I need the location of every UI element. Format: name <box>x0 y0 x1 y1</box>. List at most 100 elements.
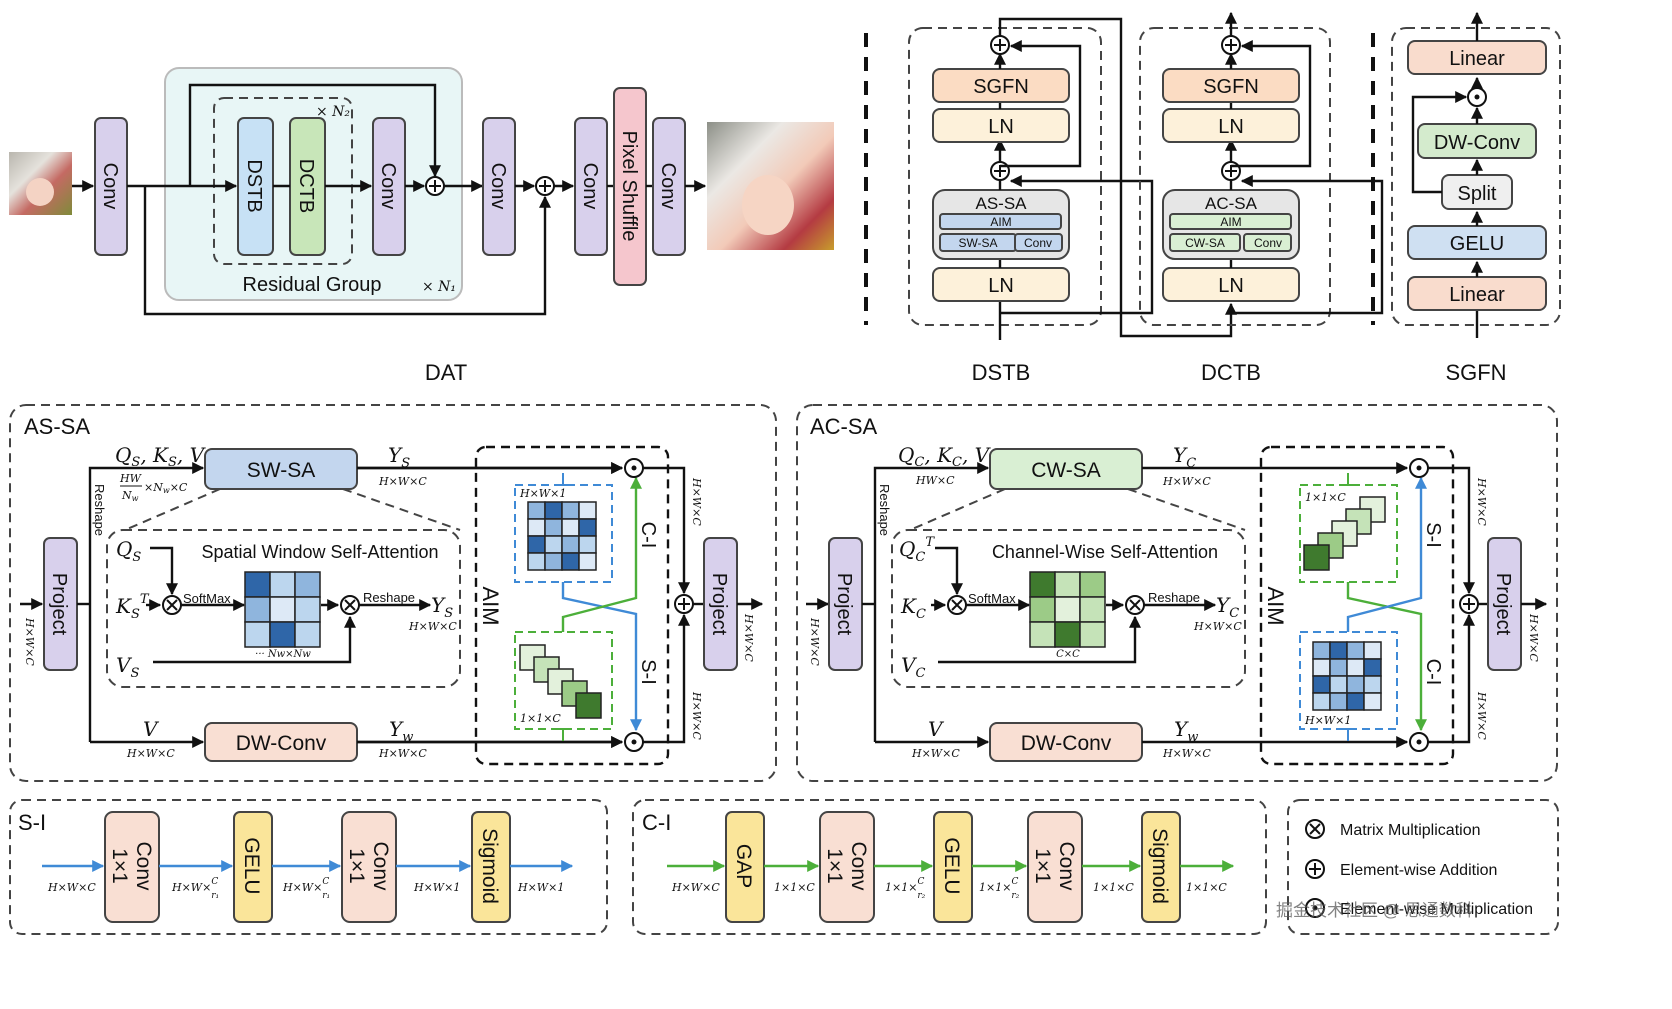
pixel-shuffle-label: Pixel Shuffle <box>618 131 640 242</box>
spatial-map-cell <box>1329 658 1348 677</box>
as-sa-y-dim: H×W×C <box>378 475 427 488</box>
residual-group-label: Residual Group <box>243 274 382 296</box>
as-sa-aim-box <box>474 445 670 766</box>
s-i-conv-1-l2: 1×1 <box>108 848 131 884</box>
spatial-map-cell <box>1312 641 1331 660</box>
channel-attention-matrix <box>1029 571 1106 648</box>
swsa-k: KST <box>115 592 150 622</box>
sgfn-dwconv-label: DW-Conv <box>1434 132 1520 154</box>
dctb-aim-label: AIM <box>1220 215 1241 229</box>
ac-sa-ci-label: C-I <box>1422 659 1444 686</box>
as-sa-aim-label: AIM <box>478 586 503 625</box>
swsa-attn-dim: ··· Nw×Nw <box>255 649 311 660</box>
as-sa-map-bottom-dim: 1×1×C <box>520 712 561 725</box>
dctb-conv-label: Conv <box>1254 236 1282 250</box>
cwsa-reshape: Reshape <box>1148 590 1200 605</box>
ac-sa-project-out-label: Project <box>1492 573 1514 636</box>
legend-add-label: Element-wise Addition <box>1340 862 1497 879</box>
spatial-attention-matrix <box>244 571 321 648</box>
matmul-icon <box>340 595 360 615</box>
c-i-conv-1-l2: 1×1 <box>823 848 846 884</box>
ac-sa-yw-dim: H×W×C <box>1162 747 1211 760</box>
cwsa-q: QCT <box>899 535 935 565</box>
c-i-gelu-label: GELU <box>940 837 963 894</box>
attention-cell <box>294 571 321 598</box>
attention-cell <box>269 571 296 598</box>
spatial-map-cell <box>527 518 546 537</box>
ac-sa-panel: AC-SA H×W×C Project Reshape QC, KC, VC H… <box>796 404 1558 782</box>
watermark: 掘金技术社区 @ 思通数科 <box>1276 901 1473 920</box>
spatial-map-grid <box>1312 641 1382 711</box>
attention-cell <box>244 571 271 598</box>
attention-cell <box>1029 596 1056 623</box>
dstb-sgfn-label: SGFN <box>973 76 1029 98</box>
spatial-map-cell <box>1329 692 1348 711</box>
sw-sa-label: SW-SA <box>247 459 315 482</box>
swsa-y: YS <box>431 593 453 621</box>
n1-label: × N₁ <box>422 279 456 295</box>
dat-panel: Conv × N₂ DSTB DCTB Conv Residual Group … <box>9 67 834 385</box>
spatial-map-cell <box>544 518 563 537</box>
dstb-block-label: DSTB <box>243 159 265 212</box>
dstb-title: DSTB <box>972 360 1031 385</box>
cwsa-detail-box <box>891 529 1246 688</box>
attention-cell <box>1079 571 1106 598</box>
add-icon <box>1459 594 1479 614</box>
as-sa-out-dim: H×W×C <box>742 613 755 662</box>
as-sa-qkv: QS, KS, VS <box>115 443 213 470</box>
as-sa-right-dim-top: H×W×C <box>690 477 703 526</box>
swsa-q: QS <box>116 537 141 565</box>
ac-sa-v-label: V <box>928 717 945 741</box>
ac-sa-right-dim-top: H×W×C <box>1475 477 1488 526</box>
elementwise-multiply-icon <box>1409 732 1429 752</box>
attention-cell <box>294 596 321 623</box>
dctb-block-label: DCTB <box>295 159 317 213</box>
spatial-map-cell <box>578 552 597 571</box>
spatial-map-cell <box>544 552 563 571</box>
as-sa-right-dim-bottom: H×W×C <box>690 691 703 740</box>
c-i-dim: 1×1×C <box>1093 881 1134 894</box>
dat-conv-1-label: Conv <box>99 163 121 210</box>
add-icon <box>674 594 694 614</box>
attention-cell <box>269 621 296 648</box>
ac-sa-aim-box <box>1259 445 1455 766</box>
attention-cell <box>1079 596 1106 623</box>
ac-sa-map-bottom-dim: H×W×1 <box>1304 714 1351 727</box>
add-icon <box>1305 859 1325 879</box>
cw-sa-label: CW-SA <box>1031 459 1101 482</box>
spatial-map-cell <box>578 535 597 554</box>
c-i-gap-label: GAP <box>732 844 755 888</box>
dat-conv-2-label: Conv <box>487 163 509 210</box>
cwsa-v: VC <box>901 653 925 681</box>
dstb-aim-label: AIM <box>990 215 1011 229</box>
swsa-detail-box <box>106 529 461 688</box>
sgfn-title: SGFN <box>1445 360 1506 385</box>
s-i-panel: S-I Conv 1×1 GELU Conv 1×1 Sigmoid H×W×C… <box>9 799 608 935</box>
as-sa-project-out-label: Project <box>708 573 730 636</box>
s-i-dim: H×W×1 <box>517 881 564 894</box>
ac-sa-spatial-map-box <box>1299 631 1398 730</box>
swsa-y-dim: H×W×C <box>408 620 457 633</box>
dstb-aim <box>939 213 1062 230</box>
dstb-conv-label: Conv <box>1024 236 1052 250</box>
as-sa-qkv-dim: HW <box>119 472 143 485</box>
spatial-map-cell <box>561 518 580 537</box>
legend-mul-label: Element-wise Multiplication <box>1340 901 1533 918</box>
spatial-map-cell <box>578 518 597 537</box>
as-sa-panel: AS-SA H×W×C Project Reshape QS, KS, VS H… <box>9 404 777 782</box>
as-sa-qkv-dim-rest: ×Nw×C <box>144 481 188 495</box>
as-sa-si-label: S-I <box>637 659 659 685</box>
spatial-map-cell <box>1363 692 1382 711</box>
dctb-ln-top-label: LN <box>1218 116 1244 138</box>
legend-matmul-label: Matrix Multiplication <box>1340 822 1480 839</box>
attention-cell <box>1029 621 1056 648</box>
spatial-map-cell <box>561 552 580 571</box>
dat-conv-3-label: Conv <box>579 163 601 210</box>
c-i-conv-2-l1: Conv <box>1055 841 1078 891</box>
c-i-dim: 1×1×C <box>1186 881 1227 894</box>
dctb-ln-bottom-label: LN <box>1218 275 1244 297</box>
input-image-face <box>26 178 54 206</box>
cwsa-softmax: SoftMax <box>968 591 1016 606</box>
as-sa-qkv-dim-den: Nw <box>121 489 139 503</box>
